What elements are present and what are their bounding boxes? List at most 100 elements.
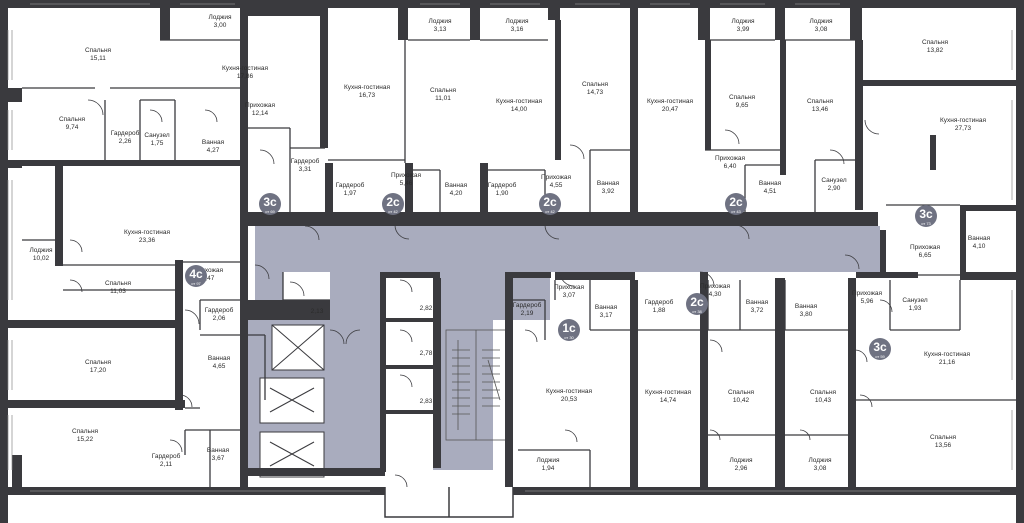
room-area: 6,65: [918, 252, 932, 259]
room-area: 21,16: [938, 359, 956, 366]
room-area: 1,90: [495, 190, 509, 197]
room-label: 2,78: [420, 350, 433, 358]
room-area: 4,10: [972, 243, 986, 250]
room-name: Спальня: [71, 427, 99, 435]
room-area: 27,73: [954, 125, 972, 132]
room-name: Лоджия: [536, 456, 560, 464]
room-area: 2,83: [419, 397, 433, 405]
room-area: 2,82: [419, 304, 433, 312]
room-name: Прихожая: [851, 289, 883, 297]
room-area: 20,47: [661, 106, 679, 113]
apartment-type: 2с: [543, 195, 557, 209]
apartment-price: от 43: [731, 209, 741, 214]
room-name: Гардероб: [512, 301, 542, 309]
room-area: 1,93: [908, 305, 922, 312]
room-name: Ванная: [201, 138, 225, 146]
room-area: 2,96: [734, 465, 748, 472]
room-area: 10,42: [732, 397, 750, 404]
room-area: 13,56: [934, 442, 952, 449]
room-name: Кухня-гостиная: [496, 97, 542, 105]
room-area: 13,82: [926, 47, 944, 54]
room-name: Ванная: [444, 181, 468, 189]
room-label: 2,83: [420, 398, 433, 406]
room-area: 9,74: [65, 124, 79, 131]
room-area: 5,96: [860, 298, 874, 305]
apartment-type: 2с: [386, 195, 400, 209]
room-name: Лоджия: [428, 17, 452, 25]
room-name: Кухня-гостиная: [647, 97, 693, 105]
room-area: 2,11: [159, 461, 173, 468]
room-area: 5,46: [399, 180, 413, 187]
room-area: 3,13: [433, 26, 447, 33]
room-name: Лоджия: [809, 17, 833, 25]
room-area: 17,86: [236, 73, 254, 80]
room-area: 2,90: [827, 185, 841, 192]
room-name: Санузел: [821, 176, 847, 184]
room-name: Ванная: [745, 298, 769, 306]
room-name: Кухня-гостиная: [940, 116, 986, 124]
room-name: Спальня: [429, 86, 457, 94]
room-name: Гардероб: [151, 452, 181, 460]
room-name: Прихожая: [714, 154, 746, 162]
apartment-price: от 69: [265, 209, 275, 214]
room-name: Санузел: [902, 296, 928, 304]
staircase: [445, 329, 507, 441]
room-area: 1,88: [652, 307, 666, 314]
room-area: 3,80: [799, 311, 813, 318]
room-area: 17,20: [89, 367, 107, 374]
room-name: Лоджия: [208, 13, 232, 21]
room-area: 3,07: [562, 292, 576, 299]
room-name: Спальня: [727, 388, 755, 396]
room-area: 4,51: [763, 188, 777, 195]
room-area: 15,22: [76, 436, 94, 443]
apartment-price: от 42: [388, 209, 398, 214]
room-name: Кухня-гостиная: [924, 350, 970, 358]
apartment-price: от 59: [875, 354, 885, 359]
room-name: Кухня-гостиная: [124, 228, 170, 236]
room-name: Прихожая: [909, 243, 941, 251]
room-name: Лоджия: [731, 17, 755, 25]
room-area: 3,17: [599, 312, 613, 319]
room-name: Прихожая: [540, 173, 572, 181]
room-area: 3,67: [211, 455, 225, 462]
room-name: Ванная: [594, 303, 618, 311]
room-area: 1,94: [541, 465, 555, 472]
room-name: Кухня-гостиная: [222, 64, 268, 72]
apartment-price: от 38: [692, 309, 702, 314]
apartment-type: 4с: [189, 267, 203, 281]
apartment-type: 3с: [873, 340, 887, 354]
room-name: Ванная: [967, 234, 991, 242]
